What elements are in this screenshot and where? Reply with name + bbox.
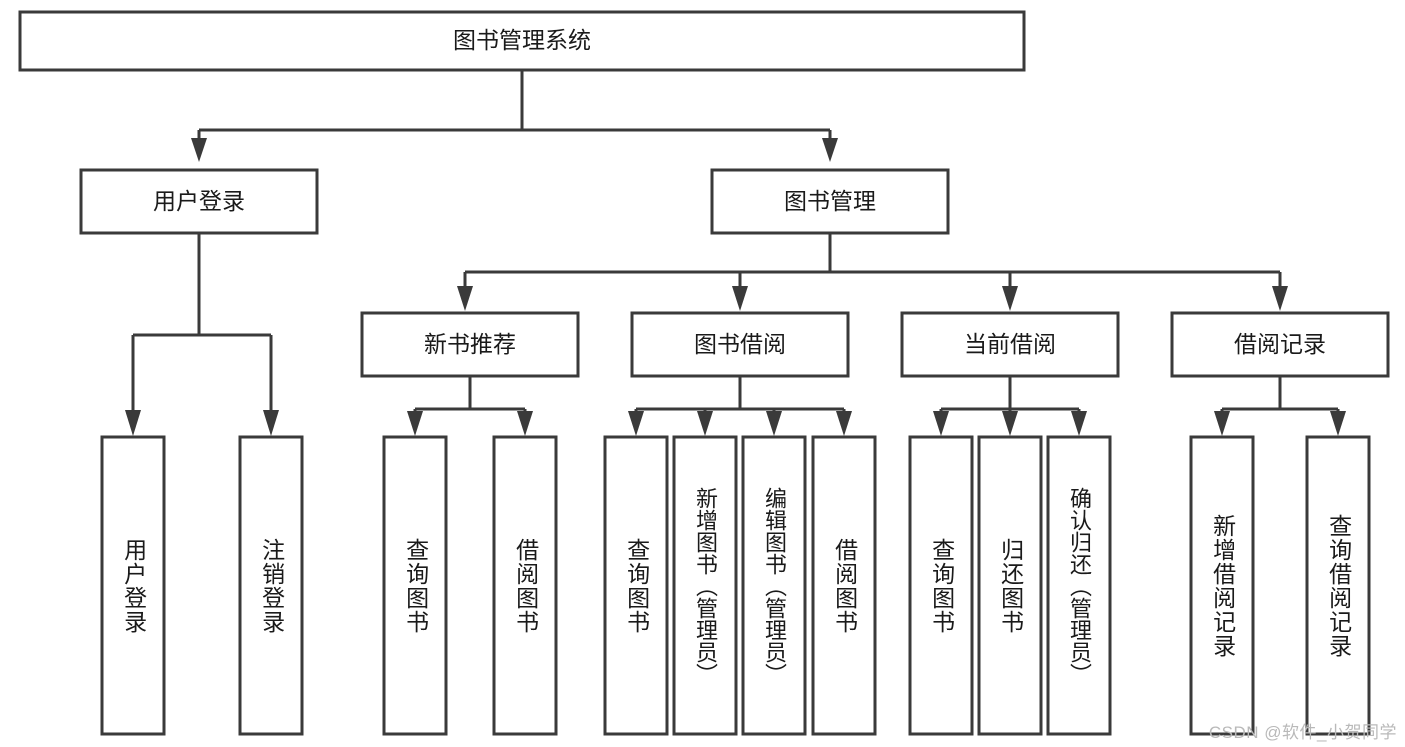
leaf-label-user-login: 用户登录	[120, 537, 147, 634]
node-borrow-record-label: 借阅记录	[1234, 331, 1326, 357]
node-current-borrow-label: 当前借阅	[964, 331, 1056, 357]
arrow-nbr-leaf-2	[517, 411, 533, 436]
connector-group-book-borrow	[628, 376, 852, 436]
leaf-box-confirm-return[interactable]	[1046, 435, 1112, 736]
leaf-label-query-book-2: 查询图书	[623, 537, 650, 634]
node-current-borrow[interactable]: 当前借阅	[900, 311, 1120, 378]
connector-group-new-book-recommend	[407, 376, 533, 436]
connector-group-borrow-record	[1214, 376, 1346, 436]
leaf-box-borrow-book-2[interactable]	[811, 435, 877, 736]
node-book-manage-box[interactable]	[710, 168, 950, 235]
connector-group-current-borrow	[933, 376, 1087, 436]
leaf-label-borrow-book-2: 借阅图书	[831, 537, 858, 634]
leaf-label-edit-book: 编辑图书（管理员）	[761, 486, 787, 685]
leaf-box-borrow-book-1[interactable]	[492, 435, 558, 736]
node-book-borrow-box[interactable]	[630, 311, 850, 378]
node-book-borrow[interactable]: 图书借阅	[630, 311, 850, 378]
node-borrow-record[interactable]: 借阅记录	[1170, 311, 1390, 378]
leaf-label-query-book-3: 查询图书	[928, 537, 955, 634]
node-current-borrow-box[interactable]	[900, 311, 1120, 378]
leaf-label-query-book-1: 查询图书	[402, 537, 429, 634]
connector-group-root	[191, 70, 838, 162]
arrow-bm-current-borrow	[1002, 286, 1018, 311]
leaf-label-logout: 注销登录	[258, 537, 285, 634]
leaf-label-add-record: 新增借阅记录	[1209, 513, 1236, 658]
leaf-boxes	[100, 435, 1371, 736]
leaf-box-add-record[interactable]	[1189, 435, 1255, 736]
leaf-label-return-book: 归还图书	[997, 537, 1024, 634]
node-user-login-label: 用户登录	[153, 188, 245, 214]
arrow-cb-leaf-1	[933, 411, 949, 436]
arrow-user-login-leaf-2	[263, 410, 279, 436]
arrow-cb-leaf-3	[1071, 411, 1087, 436]
node-root-label: 图书管理系统	[453, 27, 591, 53]
node-book-manage-label: 图书管理	[784, 188, 876, 214]
node-borrow-record-box[interactable]	[1170, 311, 1390, 378]
leaf-box-query-book-3[interactable]	[908, 435, 974, 736]
leaf-box-query-book-1[interactable]	[382, 435, 448, 736]
arrow-bb-leaf-3	[766, 411, 782, 436]
node-root-box[interactable]	[18, 10, 1026, 72]
node-new-book-recommend-box[interactable]	[360, 311, 580, 378]
leaf-box-query-record[interactable]	[1305, 435, 1371, 736]
connector-group-user-login	[125, 233, 279, 436]
arrow-user-login-leaf-1	[125, 410, 141, 436]
arrow-br-leaf-1	[1214, 411, 1230, 436]
csdn-watermark: CSDN @软件_小贺同学	[1208, 723, 1397, 742]
leaf-box-query-book-2[interactable]	[603, 435, 669, 736]
arrow-br-leaf-2	[1330, 411, 1346, 436]
arrow-bb-leaf-1	[628, 411, 644, 436]
leaf-box-edit-book[interactable]	[741, 435, 807, 736]
arrow-bm-new-book-recommend	[457, 286, 473, 311]
leaf-box-logout[interactable]	[238, 435, 304, 736]
node-book-borrow-label: 图书借阅	[694, 331, 786, 357]
arrow-root-to-book-manage	[822, 138, 838, 162]
leaf-label-borrow-book-1: 借阅图书	[512, 537, 539, 634]
node-user-login-box[interactable]	[79, 168, 319, 235]
node-new-book-recommend[interactable]: 新书推荐	[360, 311, 580, 378]
leaf-box-add-book[interactable]	[672, 435, 738, 736]
leaf-box-return-book[interactable]	[977, 435, 1043, 736]
node-new-book-recommend-label: 新书推荐	[424, 331, 516, 357]
leaf-label-confirm-return: 确认归还（管理员）	[1066, 486, 1092, 685]
leaf-label-add-book: 新增图书（管理员）	[692, 486, 718, 685]
arrow-root-to-user-login	[191, 138, 207, 162]
connector-group-book-manage	[457, 233, 1288, 311]
arrow-bm-book-borrow	[732, 286, 748, 311]
node-user-login[interactable]: 用户登录	[79, 168, 319, 235]
node-root[interactable]: 图书管理系统	[18, 10, 1026, 72]
arrow-bm-borrow-record	[1272, 286, 1288, 311]
arrow-cb-leaf-2	[1002, 411, 1018, 436]
arrow-nbr-leaf-1	[407, 411, 423, 436]
arrow-bb-leaf-2	[697, 411, 713, 436]
arrow-bb-leaf-4	[836, 411, 852, 436]
leaf-box-user-login[interactable]	[100, 435, 166, 736]
leaf-label-query-record: 查询借阅记录	[1325, 513, 1352, 658]
node-book-manage[interactable]: 图书管理	[710, 168, 950, 235]
